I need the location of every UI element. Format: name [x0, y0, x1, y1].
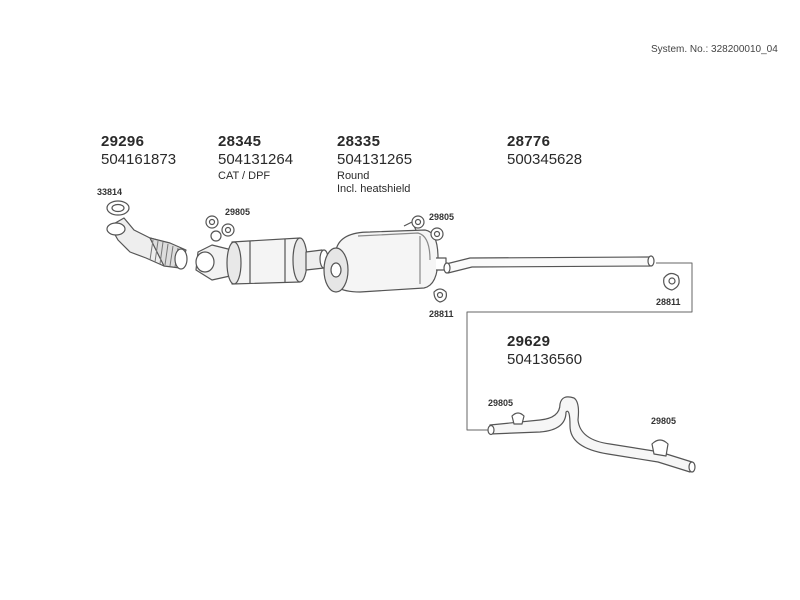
clamp-29805-c: [511, 412, 525, 425]
part-number: 29629: [507, 333, 551, 350]
part-number: 28335: [337, 133, 381, 150]
clamp-29805-d: [651, 439, 669, 457]
connection-bracket: [466, 262, 693, 431]
hanger-28811-b: [663, 272, 680, 291]
label-gasket: 33814: [97, 187, 123, 197]
dpf-28345: [195, 237, 329, 285]
clamp-29805-a: [205, 215, 235, 242]
part-number: 28776: [507, 133, 551, 150]
part-number: 28345: [218, 133, 262, 150]
label-hanger-b: 28811: [656, 297, 681, 307]
oe-number: 504131265: [337, 151, 413, 168]
oe-number: 500345628: [507, 151, 583, 168]
part-label-front-pipe: 29296 504161873: [101, 133, 176, 168]
front-pipe-29296: [106, 217, 188, 270]
part-label-middle-silencer: 28335 504131265 Round Incl. heatshield: [337, 133, 412, 196]
label-clamp-b: 29805: [429, 212, 455, 222]
gasket-33814: [106, 200, 130, 216]
middle-silencer-28335: [323, 221, 447, 293]
oe-number: 504161873: [101, 151, 177, 168]
part-label-intermediate-pipe: 28776 500345628: [507, 133, 582, 168]
tail-pipe-29629: [487, 396, 696, 473]
oe-number: 504136560: [507, 351, 583, 368]
part-number: 29296: [101, 133, 145, 150]
hanger-28811-a: [433, 288, 447, 303]
label-clamp-d: 29805: [651, 416, 677, 426]
part-note: Round: [337, 170, 370, 182]
clamp-29805-b: [411, 215, 444, 241]
label-clamp-c: 29805: [488, 398, 514, 408]
part-note: CAT / DPF: [218, 170, 271, 182]
intermediate-pipe-28776: [443, 255, 655, 274]
part-label-dpf: 28345 504131264 CAT / DPF: [218, 133, 293, 183]
part-note: Incl. heatshield: [337, 183, 411, 195]
system-number: System. No.: 328200010_04: [651, 44, 778, 55]
label-clamp-a: 29805: [225, 207, 251, 217]
part-label-tail-pipe: 29629 504136560: [507, 333, 582, 368]
oe-number: 504131264: [218, 151, 294, 168]
label-hanger-a: 28811: [429, 309, 454, 319]
